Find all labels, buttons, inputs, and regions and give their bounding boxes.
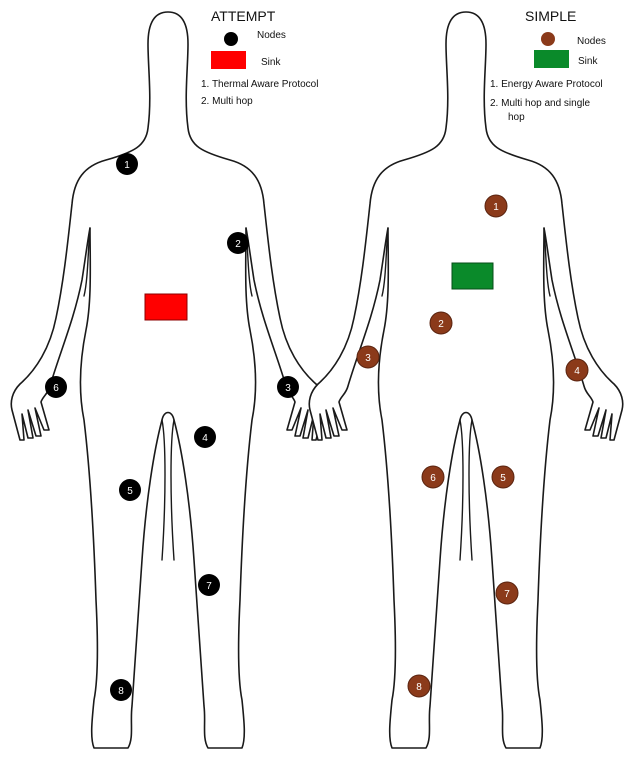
attempt-panel: ATTEMPT Nodes Sink 1. Thermal Aware Prot… <box>11 8 324 748</box>
attempt-node: 7 <box>198 574 220 596</box>
svg-text:3: 3 <box>285 383 291 394</box>
attempt-sink <box>145 294 187 320</box>
attempt-legend-sink-label: Sink <box>261 57 281 68</box>
svg-text:2: 2 <box>235 239 241 250</box>
simple-title: SIMPLE <box>525 8 576 24</box>
attempt-legend-node-swatch <box>224 32 238 46</box>
svg-text:4: 4 <box>574 366 580 377</box>
attempt-node: 4 <box>194 426 216 448</box>
simple-node: 6 <box>422 466 444 488</box>
attempt-legend-nodes-label: Nodes <box>257 30 286 41</box>
simple-node: 3 <box>357 346 379 368</box>
simple-node: 1 <box>485 195 507 217</box>
simple-sink <box>452 263 493 289</box>
simple-node: 8 <box>408 675 430 697</box>
simple-node: 7 <box>496 582 518 604</box>
svg-text:7: 7 <box>504 589 510 600</box>
simple-feature-2: 2. Multi hop and single <box>490 98 591 109</box>
svg-text:1: 1 <box>493 202 499 213</box>
svg-text:6: 6 <box>430 473 436 484</box>
attempt-node: 2 <box>227 232 249 254</box>
svg-text:8: 8 <box>118 686 124 697</box>
simple-legend-nodes-label: Nodes <box>577 36 606 47</box>
svg-text:1: 1 <box>124 160 130 171</box>
simple-legend-sink-label: Sink <box>578 56 598 67</box>
attempt-title: ATTEMPT <box>211 8 276 24</box>
attempt-node: 8 <box>110 679 132 701</box>
simple-node: 4 <box>566 359 588 381</box>
svg-text:5: 5 <box>127 486 133 497</box>
attempt-node: 5 <box>119 479 141 501</box>
simple-legend-node-swatch <box>541 32 555 46</box>
simple-node: 5 <box>492 466 514 488</box>
svg-text:8: 8 <box>416 682 422 693</box>
simple-feature-1: 1. Energy Aware Protocol <box>490 79 603 90</box>
attempt-legend-sink-swatch <box>211 51 246 69</box>
svg-text:7: 7 <box>206 581 212 592</box>
attempt-node: 6 <box>45 376 67 398</box>
simple-feature-2-cont: hop <box>508 112 525 123</box>
attempt-feature-1: 1. Thermal Aware Protocol <box>201 79 318 90</box>
svg-text:6: 6 <box>53 383 59 394</box>
attempt-feature-2: 2. Multi hop <box>201 96 253 107</box>
svg-text:5: 5 <box>500 473 506 484</box>
simple-node: 2 <box>430 312 452 334</box>
svg-text:3: 3 <box>365 353 371 364</box>
attempt-node: 3 <box>277 376 299 398</box>
svg-text:4: 4 <box>202 433 208 444</box>
simple-panel: SIMPLE Nodes Sink 1. Energy Aware Protoc… <box>309 8 622 748</box>
svg-text:2: 2 <box>438 319 444 330</box>
attempt-node: 1 <box>116 153 138 175</box>
simple-legend-sink-swatch <box>534 50 569 68</box>
